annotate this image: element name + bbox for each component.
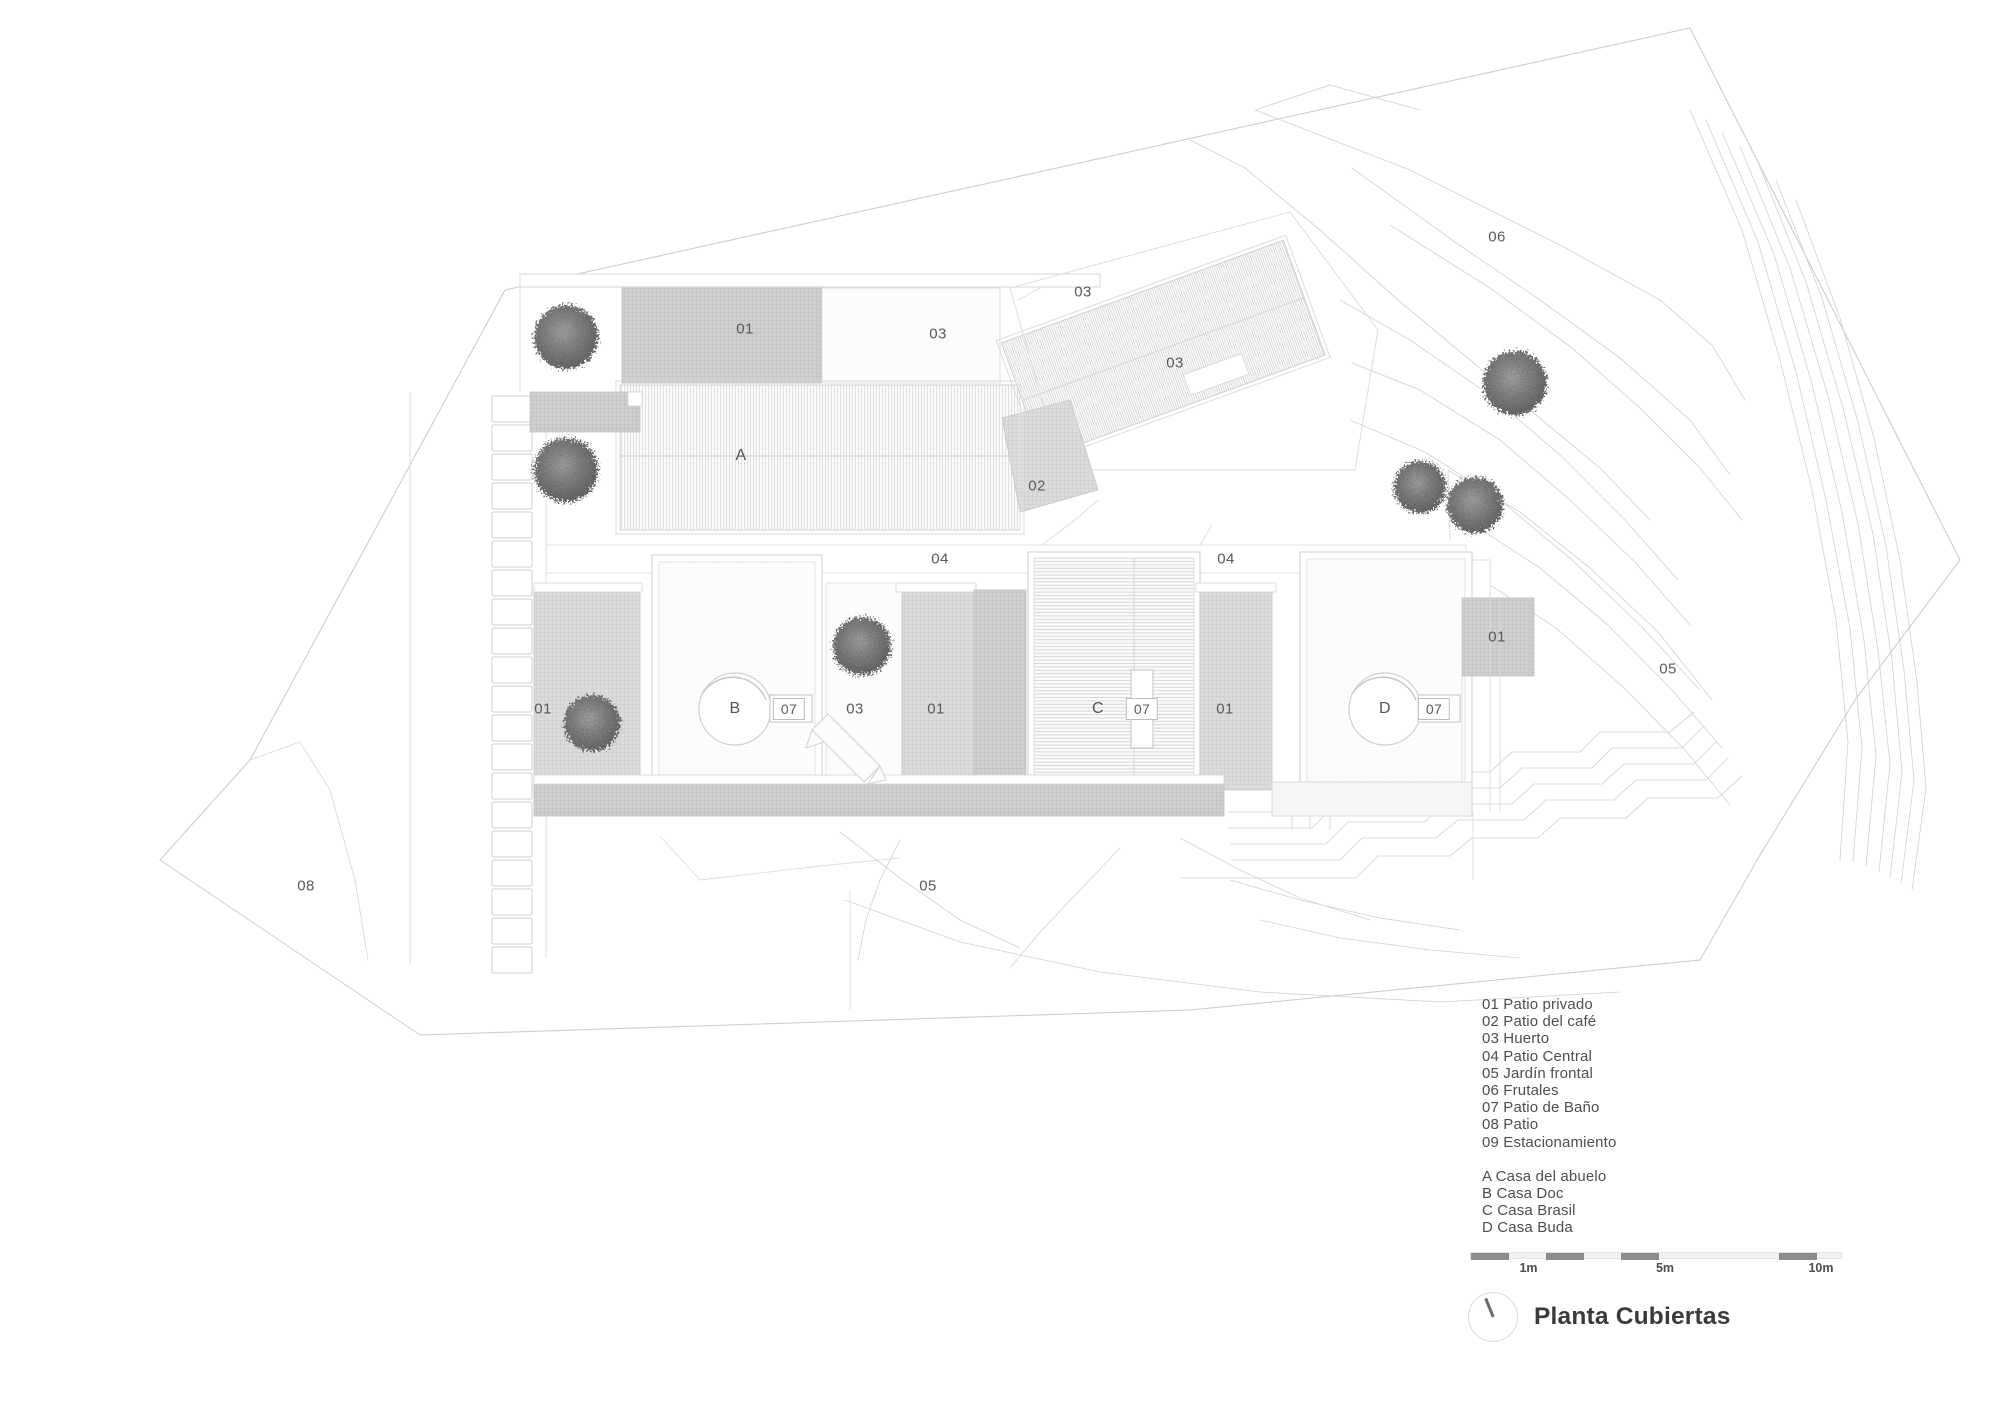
scale-bar-segment (1471, 1253, 1509, 1260)
scale-bar: 1m 5m 10m (1470, 1252, 1860, 1286)
house-a-roof (619, 384, 1021, 531)
legend-item-06: 06 Frutales (1482, 1082, 1559, 1100)
legend-item-C: C Casa Brasil (1482, 1202, 1576, 1220)
scale-tick-10m: 10m (1808, 1261, 1834, 1275)
patio-07-b (769, 694, 813, 723)
parking-row (491, 395, 533, 974)
legend-item-09: 09 Estacionamiento (1482, 1133, 1617, 1151)
tree-canopy (564, 695, 620, 751)
north-arrow-icon (1468, 1292, 1518, 1342)
patio-01-west-b (533, 589, 641, 791)
patio-01-east-b (901, 589, 975, 791)
legend-item-01: 01 Patio privado (1482, 996, 1593, 1013)
entry-arrow-icon (805, 713, 887, 785)
legend-item-07: 07 Patio de Baño (1482, 1099, 1600, 1117)
scale-bar-track (1470, 1252, 1842, 1260)
scale-tick-5m: 5m (1655, 1261, 1675, 1275)
legend-spacer (1482, 1151, 1902, 1168)
house-d-circular-patio (1348, 672, 1422, 746)
north-arrow-needle (1484, 1297, 1495, 1318)
patio-01-west-c (973, 589, 1027, 791)
house-d-circular-patio-arc (1351, 676, 1417, 701)
tree-canopy (1447, 477, 1503, 533)
patio-01-east-c-cap (1195, 582, 1277, 593)
legend-item-05: 05 Jardín frontal (1482, 1064, 1593, 1082)
site-boundary-inner (159, 741, 421, 1036)
courtyard-04-outlines (1041, 499, 1213, 546)
south-walkway-strip (533, 781, 1225, 817)
scale-tick-1m: 1m (1519, 1261, 1538, 1275)
house-c-roof (1033, 557, 1195, 809)
patio-01-east-c (1199, 589, 1273, 791)
patio-01-east-d (1461, 597, 1535, 677)
huerto-03-north (821, 287, 1001, 384)
legend-item-04: 04 Patio Central (1482, 1047, 1592, 1065)
patio-07-d (1417, 694, 1461, 723)
legend-item-02: 02 Patio del café (1482, 1013, 1597, 1031)
legend-item-03: 03 Huerto (1482, 1030, 1550, 1048)
legend-item-B: B Casa Doc (1482, 1185, 1564, 1203)
patio-02-cafe (1001, 399, 1099, 513)
patio-01-west-b-cap (533, 582, 643, 593)
patio-07-c (1130, 669, 1154, 749)
patio-01-east-b-cap (895, 582, 977, 593)
legend-item-D: D Casa Buda (1482, 1219, 1573, 1237)
patio-01-north (621, 287, 823, 384)
site-linework (519, 274, 1474, 1010)
legend-item-A: A Casa del abuelo (1482, 1167, 1607, 1185)
tree-canopy (1394, 461, 1446, 513)
tree-canopy (1483, 351, 1547, 415)
tree-canopy (534, 305, 598, 369)
tree-canopy (534, 438, 598, 502)
greenhouse-03 (995, 234, 1331, 464)
page-title: Planta Cubiertas (1534, 1303, 1731, 1330)
scale-bar-segment (1621, 1253, 1659, 1260)
house-b-circular-patio (698, 672, 772, 746)
tree-canopy (833, 617, 891, 675)
house-b-circular-patio-arc (701, 676, 767, 701)
roof-edge-band-north (519, 273, 1101, 288)
scale-bar-segment (1779, 1253, 1817, 1260)
patio-small-notch (627, 391, 643, 407)
legend-item-08: 08 Patio (1482, 1116, 1539, 1134)
title-block: Planta Cubiertas (1468, 1292, 1731, 1342)
scale-bar-segment (1546, 1253, 1584, 1260)
patio-small-west-a (529, 391, 641, 433)
south-walkway-east (1271, 781, 1473, 817)
